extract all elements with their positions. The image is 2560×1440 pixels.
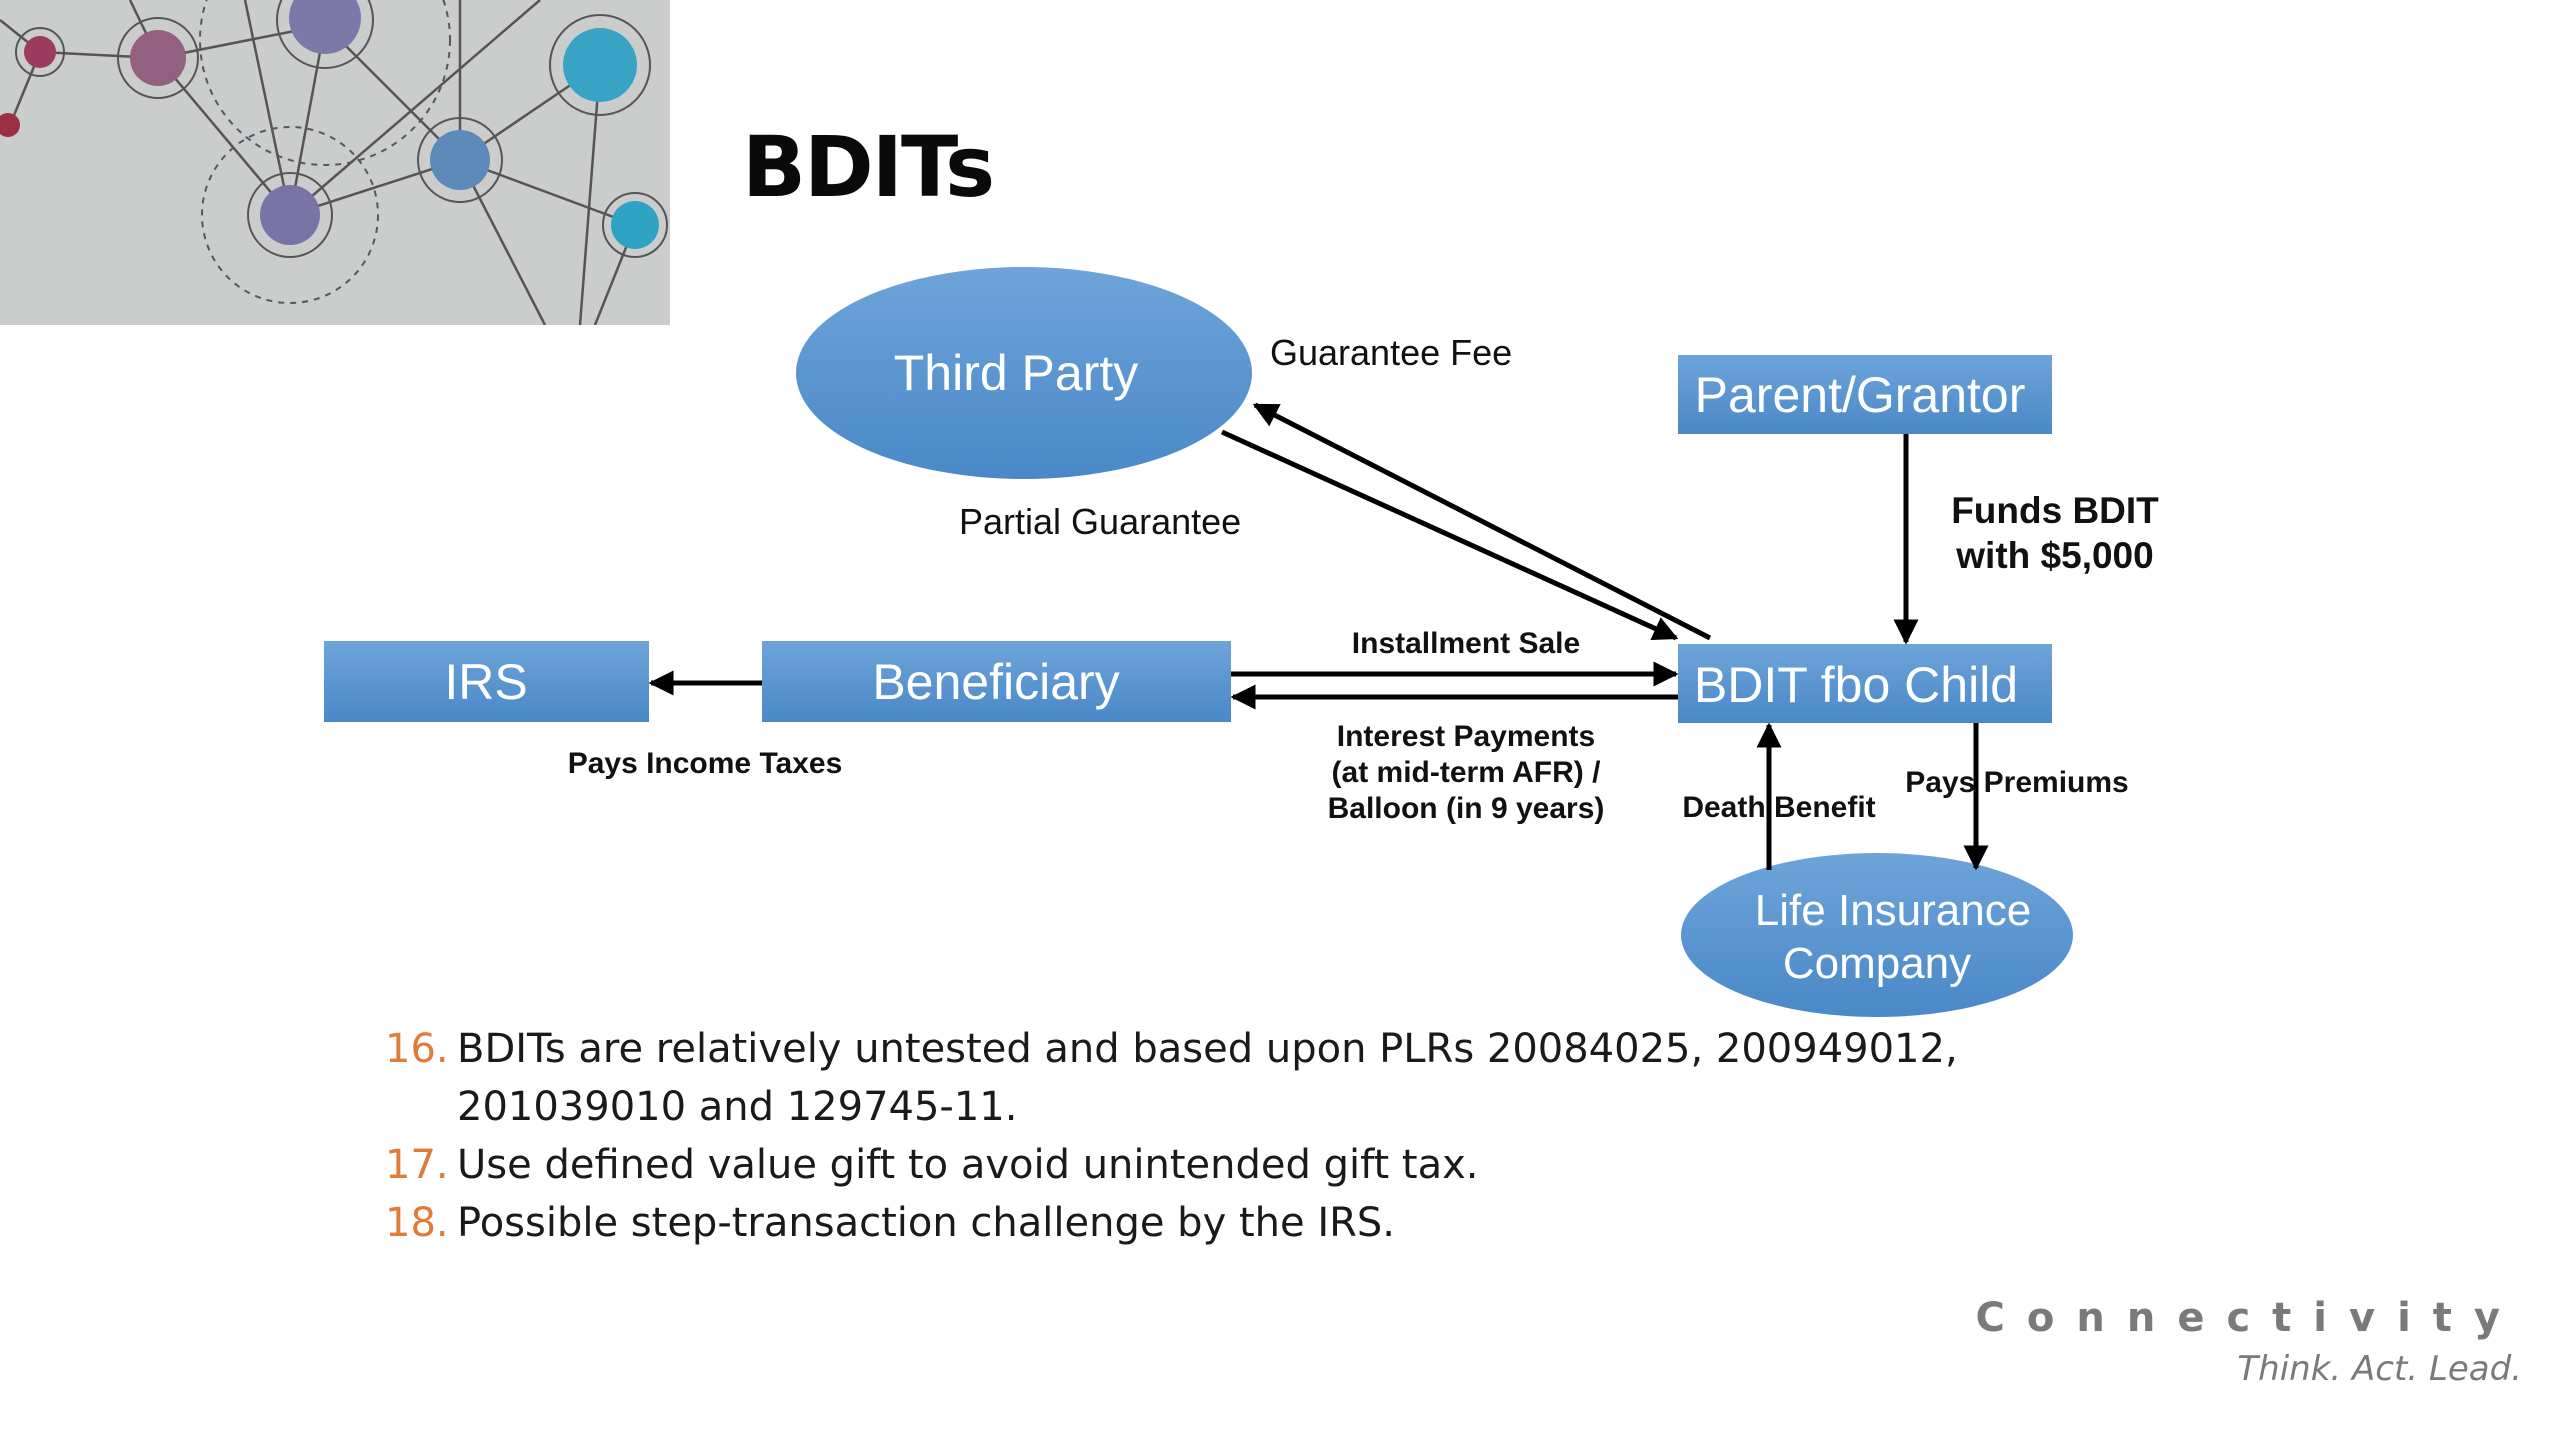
list-item: 17. Use defined value gift to avoid unin… xyxy=(385,1136,1958,1194)
list-item-text: Possible step-transaction challenge by t… xyxy=(457,1200,1396,1246)
list-item: 18. Possible step-transaction challenge … xyxy=(385,1194,1958,1252)
node-parent-grantor-label: Parent/Grantor xyxy=(1695,367,2026,423)
notes-list: 16. BDITs are relatively untested and ba… xyxy=(385,1020,1958,1252)
list-item-number: 16. xyxy=(385,1026,449,1072)
list-item: 16. BDITs are relatively untested and ba… xyxy=(385,1020,1958,1136)
node-beneficiary-label: Beneficiary xyxy=(872,654,1119,710)
node-bdit-child-label: BDIT fbo Child xyxy=(1694,657,2018,713)
node-beneficiary: Beneficiary xyxy=(762,641,1231,722)
label-funds-line2: with $5,000 xyxy=(1955,535,2153,576)
node-irs: IRS xyxy=(324,641,649,722)
label-partial-guarantee: Partial Guarantee xyxy=(959,501,1241,542)
node-third-party: Third Party xyxy=(796,267,1252,479)
node-bdit-child: BDIT fbo Child xyxy=(1678,644,2052,723)
brand-logo: Connectivity Think. Act. Lead. xyxy=(1976,1295,2522,1389)
label-death-benefit: Death Benefit xyxy=(1682,791,1875,824)
arrow-guarantee-fee xyxy=(1252,402,1712,641)
list-item-number: 18. xyxy=(385,1200,449,1246)
bdit-flow-diagram: Third Party Parent/Grantor IRS Beneficia… xyxy=(324,267,2159,1017)
node-parent-grantor: Parent/Grantor xyxy=(1678,355,2052,434)
label-interest-line3: Balloon (in 9 years) xyxy=(1328,792,1605,825)
list-item-text-line1: BDITs are relatively untested and based … xyxy=(457,1026,1958,1072)
network-decoration-image xyxy=(0,0,670,325)
node-life-insurance-label-2: Company xyxy=(1783,939,1971,988)
arrow-partial-guarantee xyxy=(1220,429,1679,641)
list-item-text: Use defined value gift to avoid unintend… xyxy=(457,1142,1479,1188)
label-guarantee-fee: Guarantee Fee xyxy=(1270,332,1512,373)
brand-tagline: Think. Act. Lead. xyxy=(2237,1349,2522,1389)
node-life-insurance: Life Insurance Company xyxy=(1681,853,2073,1017)
list-item-text-line2: 201039010 and 129745-11. xyxy=(457,1084,1018,1130)
label-pays-premiums: Pays Premiums xyxy=(1905,766,2128,799)
node-third-party-label: Third Party xyxy=(894,345,1139,401)
label-pays-income-taxes: Pays Income Taxes xyxy=(568,747,843,780)
brand-name: Connectivity xyxy=(1975,1295,2522,1341)
label-installment-sale: Installment Sale xyxy=(1352,627,1580,660)
list-item-number: 17. xyxy=(385,1142,449,1188)
node-irs-label: IRS xyxy=(444,654,527,710)
label-interest-line2: (at mid-term AFR) / xyxy=(1332,756,1602,789)
label-interest-line1: Interest Payments xyxy=(1337,720,1595,753)
slide-title: BDITs xyxy=(742,118,995,216)
label-funds-line1: Funds BDIT xyxy=(1951,490,2159,531)
list-item-text: BDITs are relatively untested and based … xyxy=(457,1020,1958,1136)
node-life-insurance-label-1: Life Insurance xyxy=(1755,886,2031,935)
